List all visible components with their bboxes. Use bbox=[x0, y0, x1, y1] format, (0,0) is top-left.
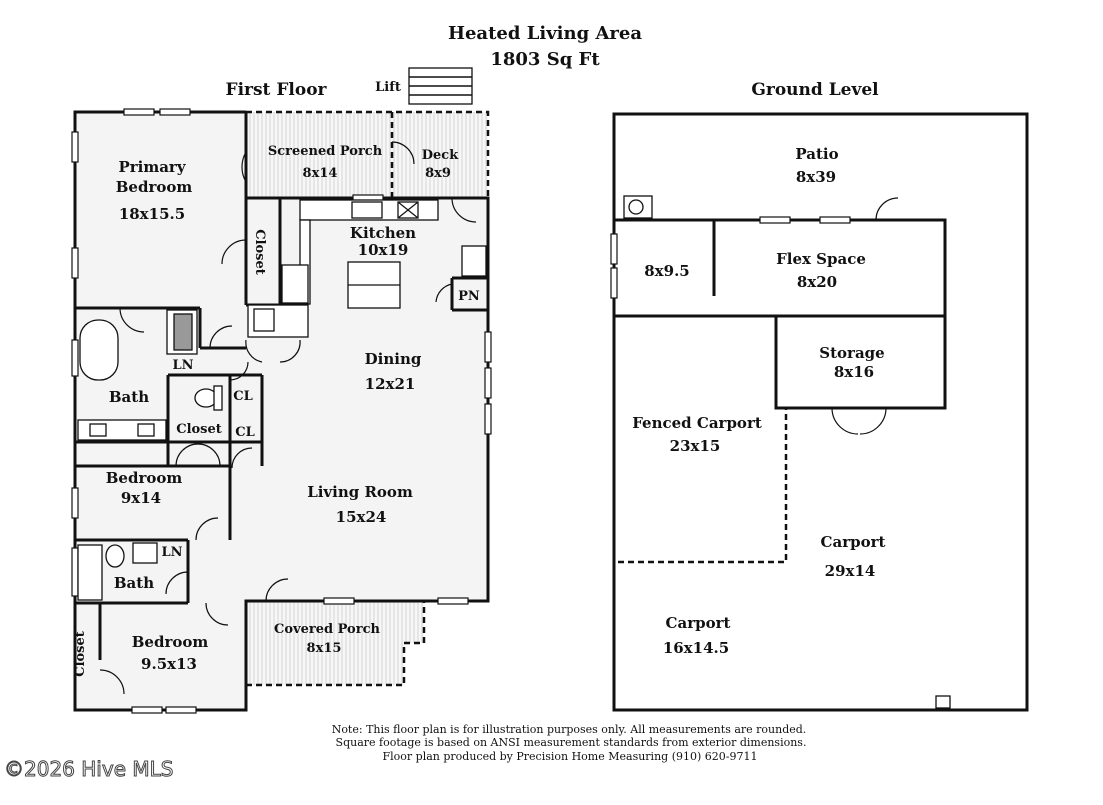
covered-porch-size: 8x15 bbox=[307, 641, 342, 656]
carport-2-size: 16x14.5 bbox=[663, 639, 729, 657]
room-8x9-5-size: 8x9.5 bbox=[644, 262, 689, 280]
dining-size: 12x21 bbox=[365, 375, 416, 393]
covered-porch-outline bbox=[246, 601, 426, 687]
plan-area: 1803 Sq Ft bbox=[490, 49, 600, 70]
watermark: ©2026 Hive MLS bbox=[4, 757, 173, 781]
pantry-label: PN bbox=[458, 289, 480, 304]
living-room-label: Living Room bbox=[307, 483, 413, 501]
windows bbox=[71, 108, 492, 714]
bathtub-icon bbox=[79, 319, 119, 381]
vanity-icon-2 bbox=[132, 542, 158, 564]
kitchen-label: Kitchen bbox=[350, 224, 416, 242]
bath-2-label: Bath bbox=[114, 574, 154, 592]
lift-label: Lift bbox=[375, 80, 401, 95]
deck-label: Deck bbox=[422, 148, 459, 163]
hall-closet-label: Closet bbox=[176, 422, 222, 437]
screened-porch-outline bbox=[246, 110, 490, 198]
exterior-wall bbox=[73, 110, 490, 712]
linen-2-label: LN bbox=[161, 545, 182, 560]
note-line-1: Note: This floor plan is for illustratio… bbox=[332, 723, 807, 736]
flex-space-label: Flex Space bbox=[776, 250, 866, 268]
first-floor: First Floor Lift bbox=[71, 67, 492, 714]
sink-icon bbox=[351, 201, 383, 219]
ground-openings bbox=[610, 195, 951, 709]
note-line-3: Floor plan produced by Precision Home Me… bbox=[383, 750, 758, 763]
bedroom-2-label: Bedroom bbox=[106, 469, 183, 487]
covered-porch-floor bbox=[246, 601, 424, 685]
deck-floor bbox=[392, 112, 488, 198]
storage-size: 8x16 bbox=[834, 363, 874, 381]
header: Heated Living Area 1803 Sq Ft bbox=[448, 23, 642, 70]
plan-title: Heated Living Area bbox=[448, 23, 642, 44]
living-room-size: 15x24 bbox=[336, 508, 387, 526]
doors bbox=[99, 141, 477, 695]
screened-porch-size: 8x14 bbox=[303, 166, 338, 181]
screened-porch-label: Screened Porch bbox=[268, 144, 383, 159]
lift: Lift bbox=[375, 67, 473, 105]
closet-cl-2-label: CL bbox=[235, 425, 255, 440]
bathtub-icon-2 bbox=[77, 544, 103, 601]
ground-level: Ground Level Patio 8x39 8x9.5 bbox=[610, 80, 1029, 712]
primary-bedroom-label-2: Bedroom bbox=[116, 178, 193, 196]
toilet-icon-2 bbox=[105, 544, 125, 568]
first-floor-labels: Primary Bedroom 18x15.5 Screened Porch 8… bbox=[73, 144, 480, 677]
storage-label: Storage bbox=[819, 344, 884, 362]
first-floor-label: First Floor bbox=[226, 80, 328, 100]
patio-label: Patio bbox=[795, 145, 838, 163]
closet-cl-1-label: CL bbox=[233, 389, 253, 404]
flex-space-size: 8x20 bbox=[797, 273, 837, 291]
kitchen-size: 10x19 bbox=[358, 241, 409, 259]
carport-2-label: Carport bbox=[666, 614, 731, 632]
closet-primary-label: Closet bbox=[252, 229, 267, 275]
footer-note: Note: This floor plan is for illustratio… bbox=[332, 723, 807, 763]
ground-level-label: Ground Level bbox=[751, 80, 879, 100]
primary-bedroom-label-1: Primary bbox=[118, 158, 186, 176]
bedroom-3-label: Bedroom bbox=[132, 633, 209, 651]
deck-size: 8x9 bbox=[425, 166, 451, 181]
carport-1-label: Carport bbox=[821, 533, 886, 551]
note-line-2: Square footage is based on ANSI measurem… bbox=[336, 736, 807, 749]
fenced-carport-label: Fenced Carport bbox=[632, 414, 762, 432]
covered-porch-label: Covered Porch bbox=[274, 622, 380, 637]
dining-label: Dining bbox=[365, 350, 422, 368]
bedroom-3-closet-label: Closet bbox=[73, 631, 88, 677]
post-icon bbox=[935, 695, 951, 709]
carport-1-size: 29x14 bbox=[825, 562, 876, 580]
ground-labels: Patio 8x39 8x9.5 Flex Space 8x20 Storage… bbox=[632, 145, 885, 657]
kitchen-fixtures bbox=[247, 199, 487, 338]
linen-1-label: LN bbox=[172, 358, 193, 373]
fenced-carport-size: 23x15 bbox=[670, 437, 721, 455]
bedroom-3-size: 9.5x13 bbox=[141, 655, 197, 673]
ground-interior-walls bbox=[612, 218, 947, 564]
primary-bath-label: Bath bbox=[109, 388, 149, 406]
patio-size: 8x39 bbox=[796, 168, 836, 186]
screened-porch-floor bbox=[246, 112, 392, 198]
primary-bedroom-size: 18x15.5 bbox=[119, 205, 185, 223]
bedroom-2-size: 9x14 bbox=[121, 489, 161, 507]
bath-fixtures bbox=[77, 309, 223, 601]
